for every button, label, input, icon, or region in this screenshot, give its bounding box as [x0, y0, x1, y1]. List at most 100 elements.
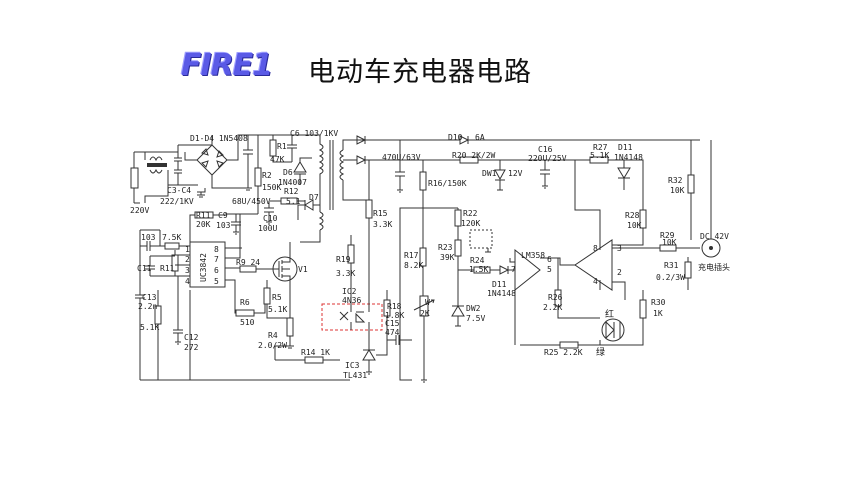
label-r30a: R30	[651, 298, 666, 307]
label-r5a: R5	[272, 293, 282, 302]
label-c103: 103	[141, 233, 156, 242]
label-pin8: 8	[214, 245, 219, 254]
r23-resistor	[454, 239, 462, 257]
label-r11a: R11	[196, 211, 211, 220]
label-lm358: LM358	[521, 251, 545, 260]
label-c15a: C15	[385, 319, 400, 328]
label-r12a: R12	[284, 187, 299, 196]
label-r4b: 2.0/2W	[258, 341, 287, 350]
label-r1b: 47K	[270, 155, 285, 164]
label-c3c4: C3-C4	[167, 186, 191, 195]
label-r20: R20 2K/2W	[452, 151, 496, 160]
label-r75k: 7.5K	[162, 233, 181, 242]
label-r11b: 20K	[196, 220, 211, 229]
label-dw1-value: 12V	[508, 169, 523, 178]
r14-resistor	[304, 356, 324, 364]
label-opamp-pin6: 6	[547, 255, 552, 264]
label-d11a: D11	[618, 143, 633, 152]
r5-resistor	[263, 287, 271, 305]
label-pot-w: W	[425, 298, 430, 307]
bridge-rectifier	[196, 144, 228, 176]
label-dw2b: 7.5V	[466, 314, 485, 323]
label-opamp-pin4: 4	[593, 277, 598, 286]
label-c9b: 103	[216, 221, 231, 230]
label-d6b: 1N4007	[278, 178, 307, 187]
label-pin4: 4	[185, 277, 190, 286]
label-r26b: 2.2K	[543, 303, 562, 312]
input-fuse	[130, 167, 139, 189]
r1-resistor	[269, 139, 277, 157]
label-r6b: 510	[240, 318, 255, 327]
r16-resistor	[419, 171, 427, 191]
lm358-opamp	[574, 239, 613, 291]
label-dw1: DW1	[482, 169, 497, 178]
label-d11y: 1N4148	[487, 289, 516, 298]
label-c13b: 2.2n	[138, 302, 157, 311]
label-ic2a: IC2	[342, 287, 357, 296]
r6-resistor	[235, 309, 255, 317]
label-r24b: 1.5K	[469, 265, 488, 274]
pwm-section	[135, 229, 350, 381]
label-r5b: 5.1K	[268, 305, 287, 314]
component-labels: D1-D4 1N5408 C6 103/1KV R1 47K D6 1N4007…	[130, 129, 730, 380]
label-68u: 68U/450V	[232, 197, 271, 206]
label-d7: D7	[309, 193, 319, 202]
label-c12b: 272	[184, 343, 199, 352]
label-red: 红	[605, 308, 614, 320]
label-c12a: C12	[184, 333, 199, 342]
label-c11: C11	[137, 264, 152, 273]
label-pin1: 1	[185, 245, 190, 254]
label-c10v: 100U	[258, 224, 277, 233]
label-r23a: R23	[438, 243, 453, 252]
label-d10: D10	[448, 133, 463, 142]
label-r27b: 5.1K	[590, 151, 609, 160]
label-r22b: 120K	[461, 219, 480, 228]
label-r17b: 8.2K	[404, 261, 423, 270]
label-opamp-pin2: 2	[617, 268, 622, 277]
label-c15b: 474	[385, 328, 400, 337]
r30-resistor	[639, 299, 647, 319]
label-c10: C10	[263, 214, 278, 223]
label-r2b: 150K	[262, 183, 281, 192]
label-c16b: 220U/25V	[528, 154, 567, 163]
label-dc42v: DC 42V	[700, 232, 729, 241]
r2-resistor	[254, 167, 262, 187]
label-c3c4-value: 222/1KV	[160, 197, 194, 206]
label-r19a: R19	[336, 255, 351, 264]
label-r9: R9 24	[236, 258, 260, 267]
label-bridge: D1-D4 1N5408	[190, 134, 248, 143]
r32-resistor	[687, 174, 695, 194]
label-opamp-pin8: 8	[593, 244, 598, 253]
label-r29b: 10K	[662, 238, 677, 247]
label-c470: 470U/63V	[382, 153, 421, 162]
label-220v: 220V	[130, 206, 149, 215]
label-r25: R25 2.2K	[544, 348, 583, 357]
label-opamp-pin5: 5	[547, 265, 552, 274]
label-d11b: 1N4148	[614, 153, 643, 162]
optocoupler-ic2	[321, 303, 383, 331]
label-v1: V1	[298, 265, 308, 274]
page-title: 电动车充电器电路	[308, 57, 532, 88]
label-r4a: R4	[268, 331, 278, 340]
label-pin6: 6	[214, 266, 219, 275]
label-r17a: R17	[404, 251, 419, 260]
label-r14: R14 1K	[301, 348, 330, 357]
label-r23b: 39K	[440, 253, 455, 262]
label-ic2b: 4N36	[342, 296, 361, 305]
r31-resistor	[684, 261, 692, 279]
label-r29a: R29	[660, 231, 675, 240]
label-r31b: 0.2/3W	[656, 273, 685, 282]
label-r28b: 10K	[627, 221, 642, 230]
input-section	[130, 134, 354, 243]
label-r22a: R22	[463, 209, 478, 218]
label-5-1k: 5.1K	[140, 323, 159, 332]
label-pin3: 3	[185, 266, 190, 275]
label-c13a: C13	[142, 293, 157, 302]
label-r18a: R18	[387, 302, 402, 311]
label-r24a: R24	[470, 256, 485, 265]
r7-5k-resistor	[164, 242, 180, 250]
label-r28a: R28	[625, 211, 640, 220]
label-r11x: R11	[160, 264, 175, 273]
r4-resistor	[286, 317, 294, 337]
